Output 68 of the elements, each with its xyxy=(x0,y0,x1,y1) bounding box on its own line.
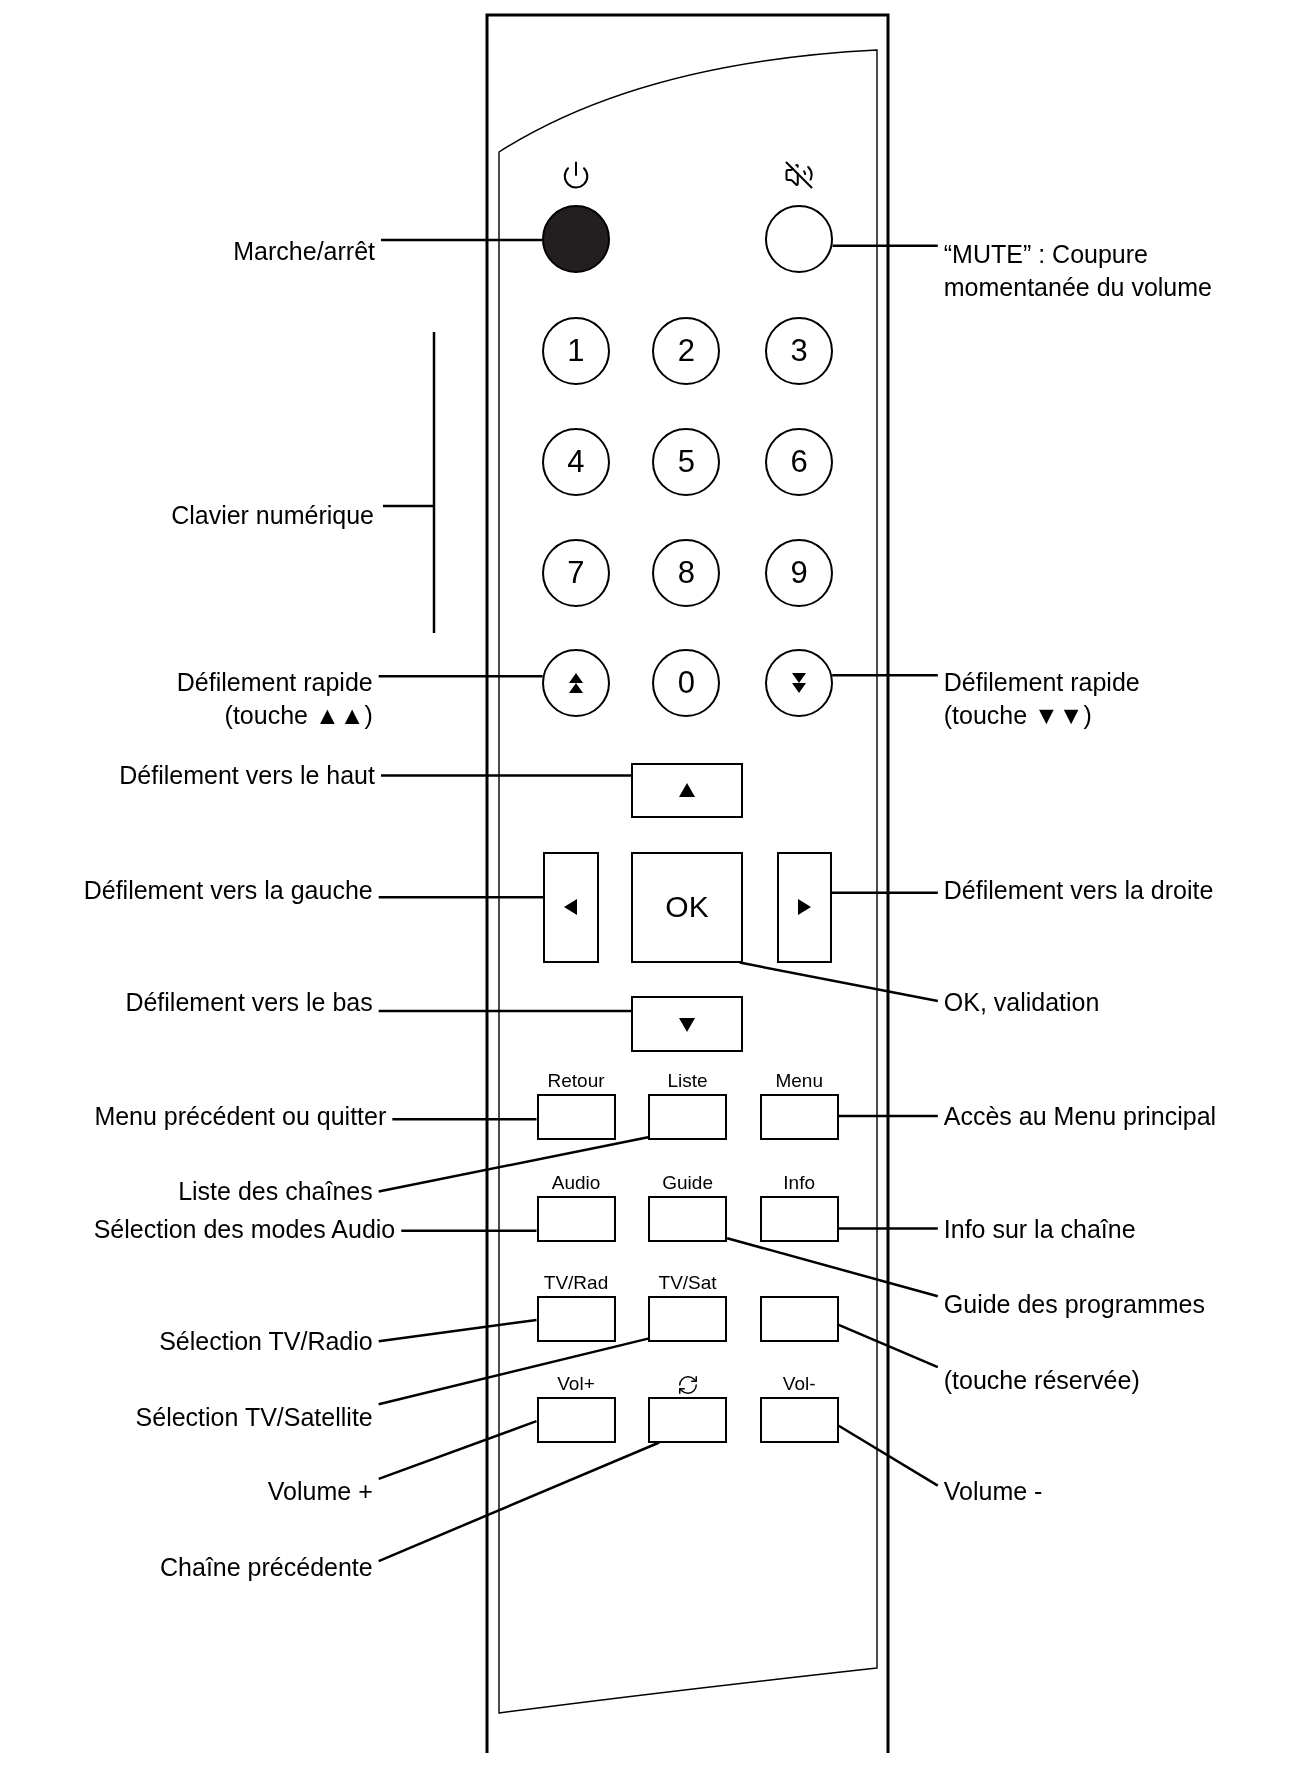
button-label: Info xyxy=(783,1172,816,1192)
callout-text: Liste des chaînes xyxy=(172,1174,379,1208)
button-label: Liste xyxy=(667,1071,708,1091)
leader-line xyxy=(838,1323,939,1369)
button-label: Menu xyxy=(775,1071,823,1091)
arrow-key xyxy=(631,996,743,1052)
button-label: TV/Sat xyxy=(658,1273,717,1293)
callout-text: Défilement rapide (touche ▲▲) xyxy=(84,665,379,732)
leader-line xyxy=(401,1229,537,1233)
callout-text: Info sur la chaîne xyxy=(937,1212,1142,1246)
leader-line xyxy=(726,1237,939,1298)
leader-line xyxy=(378,675,543,678)
callout-text: Guide des programmes xyxy=(937,1287,1211,1321)
leader-line xyxy=(831,891,938,894)
callout-text: Sélection des modes Audio xyxy=(87,1212,402,1246)
callout-text: Défilement vers la gauche xyxy=(77,873,379,907)
button-label: Vol+ xyxy=(557,1373,595,1393)
callout-text: (touche réservée) xyxy=(937,1363,1146,1397)
number-button: 9 xyxy=(765,538,834,607)
number-button: 6 xyxy=(765,428,834,497)
keypad-label: Clavier numérique xyxy=(170,500,375,530)
callout-text: Sélection TV/Satellite xyxy=(129,1400,379,1434)
leader-line xyxy=(381,238,542,242)
number-button: 3 xyxy=(765,316,834,385)
callout-text: Volume - xyxy=(937,1474,1049,1508)
leader-line xyxy=(832,673,938,677)
leader-line xyxy=(838,1227,938,1230)
callout-text: Chaîne précédente xyxy=(154,1550,379,1584)
leader-line xyxy=(378,1009,632,1013)
leader-line xyxy=(838,1424,939,1487)
number-button: 1 xyxy=(541,316,610,385)
callout-text: Défilement vers le haut xyxy=(113,758,381,792)
leader-line xyxy=(378,895,544,899)
leader-line xyxy=(378,1318,537,1343)
callout-text: Défilement vers le bas xyxy=(119,985,379,1019)
leader-line xyxy=(832,244,938,247)
button-label: Guide xyxy=(662,1172,713,1192)
leader-line xyxy=(381,774,632,777)
number-button: 5 xyxy=(652,428,721,497)
ok-button: OK xyxy=(631,852,743,963)
callout-text: Menu précédent ou quitter xyxy=(88,1099,393,1133)
arrow-key xyxy=(543,852,599,963)
button-label: Audio xyxy=(551,1172,601,1192)
callout-text: “MUTE” : Coupure momentanée du volume xyxy=(937,237,1288,304)
leader-line xyxy=(378,1337,649,1406)
leader-line xyxy=(378,1136,649,1193)
leader-line xyxy=(378,1441,660,1563)
arrow-key xyxy=(776,852,832,963)
arrow-key xyxy=(631,763,743,819)
button-label: Vol- xyxy=(782,1373,816,1393)
callout-text: Marche/arrêt xyxy=(227,234,381,268)
number-button: 2 xyxy=(652,316,721,385)
callout-text: OK, validation xyxy=(937,985,1106,1019)
callout-text: Volume + xyxy=(261,1474,379,1508)
number-button: 4 xyxy=(541,428,610,497)
number-button: 7 xyxy=(541,538,610,607)
leader-line xyxy=(378,1420,537,1480)
button-label: Retour xyxy=(547,1071,605,1091)
leader-line xyxy=(392,1118,537,1121)
number-button: 0 xyxy=(652,649,721,718)
leader-line xyxy=(739,961,939,1003)
button-label: TV/Rad xyxy=(543,1273,609,1293)
callout-text: Défilement rapide (touche ▼▼) xyxy=(937,665,1232,732)
leader-line xyxy=(838,1114,938,1118)
callout-text: Sélection TV/Radio xyxy=(153,1324,379,1358)
callout-text: Défilement vers la droite xyxy=(937,873,1220,907)
number-button: 8 xyxy=(652,538,721,607)
callout-text: Accès au Menu principal xyxy=(937,1099,1223,1133)
